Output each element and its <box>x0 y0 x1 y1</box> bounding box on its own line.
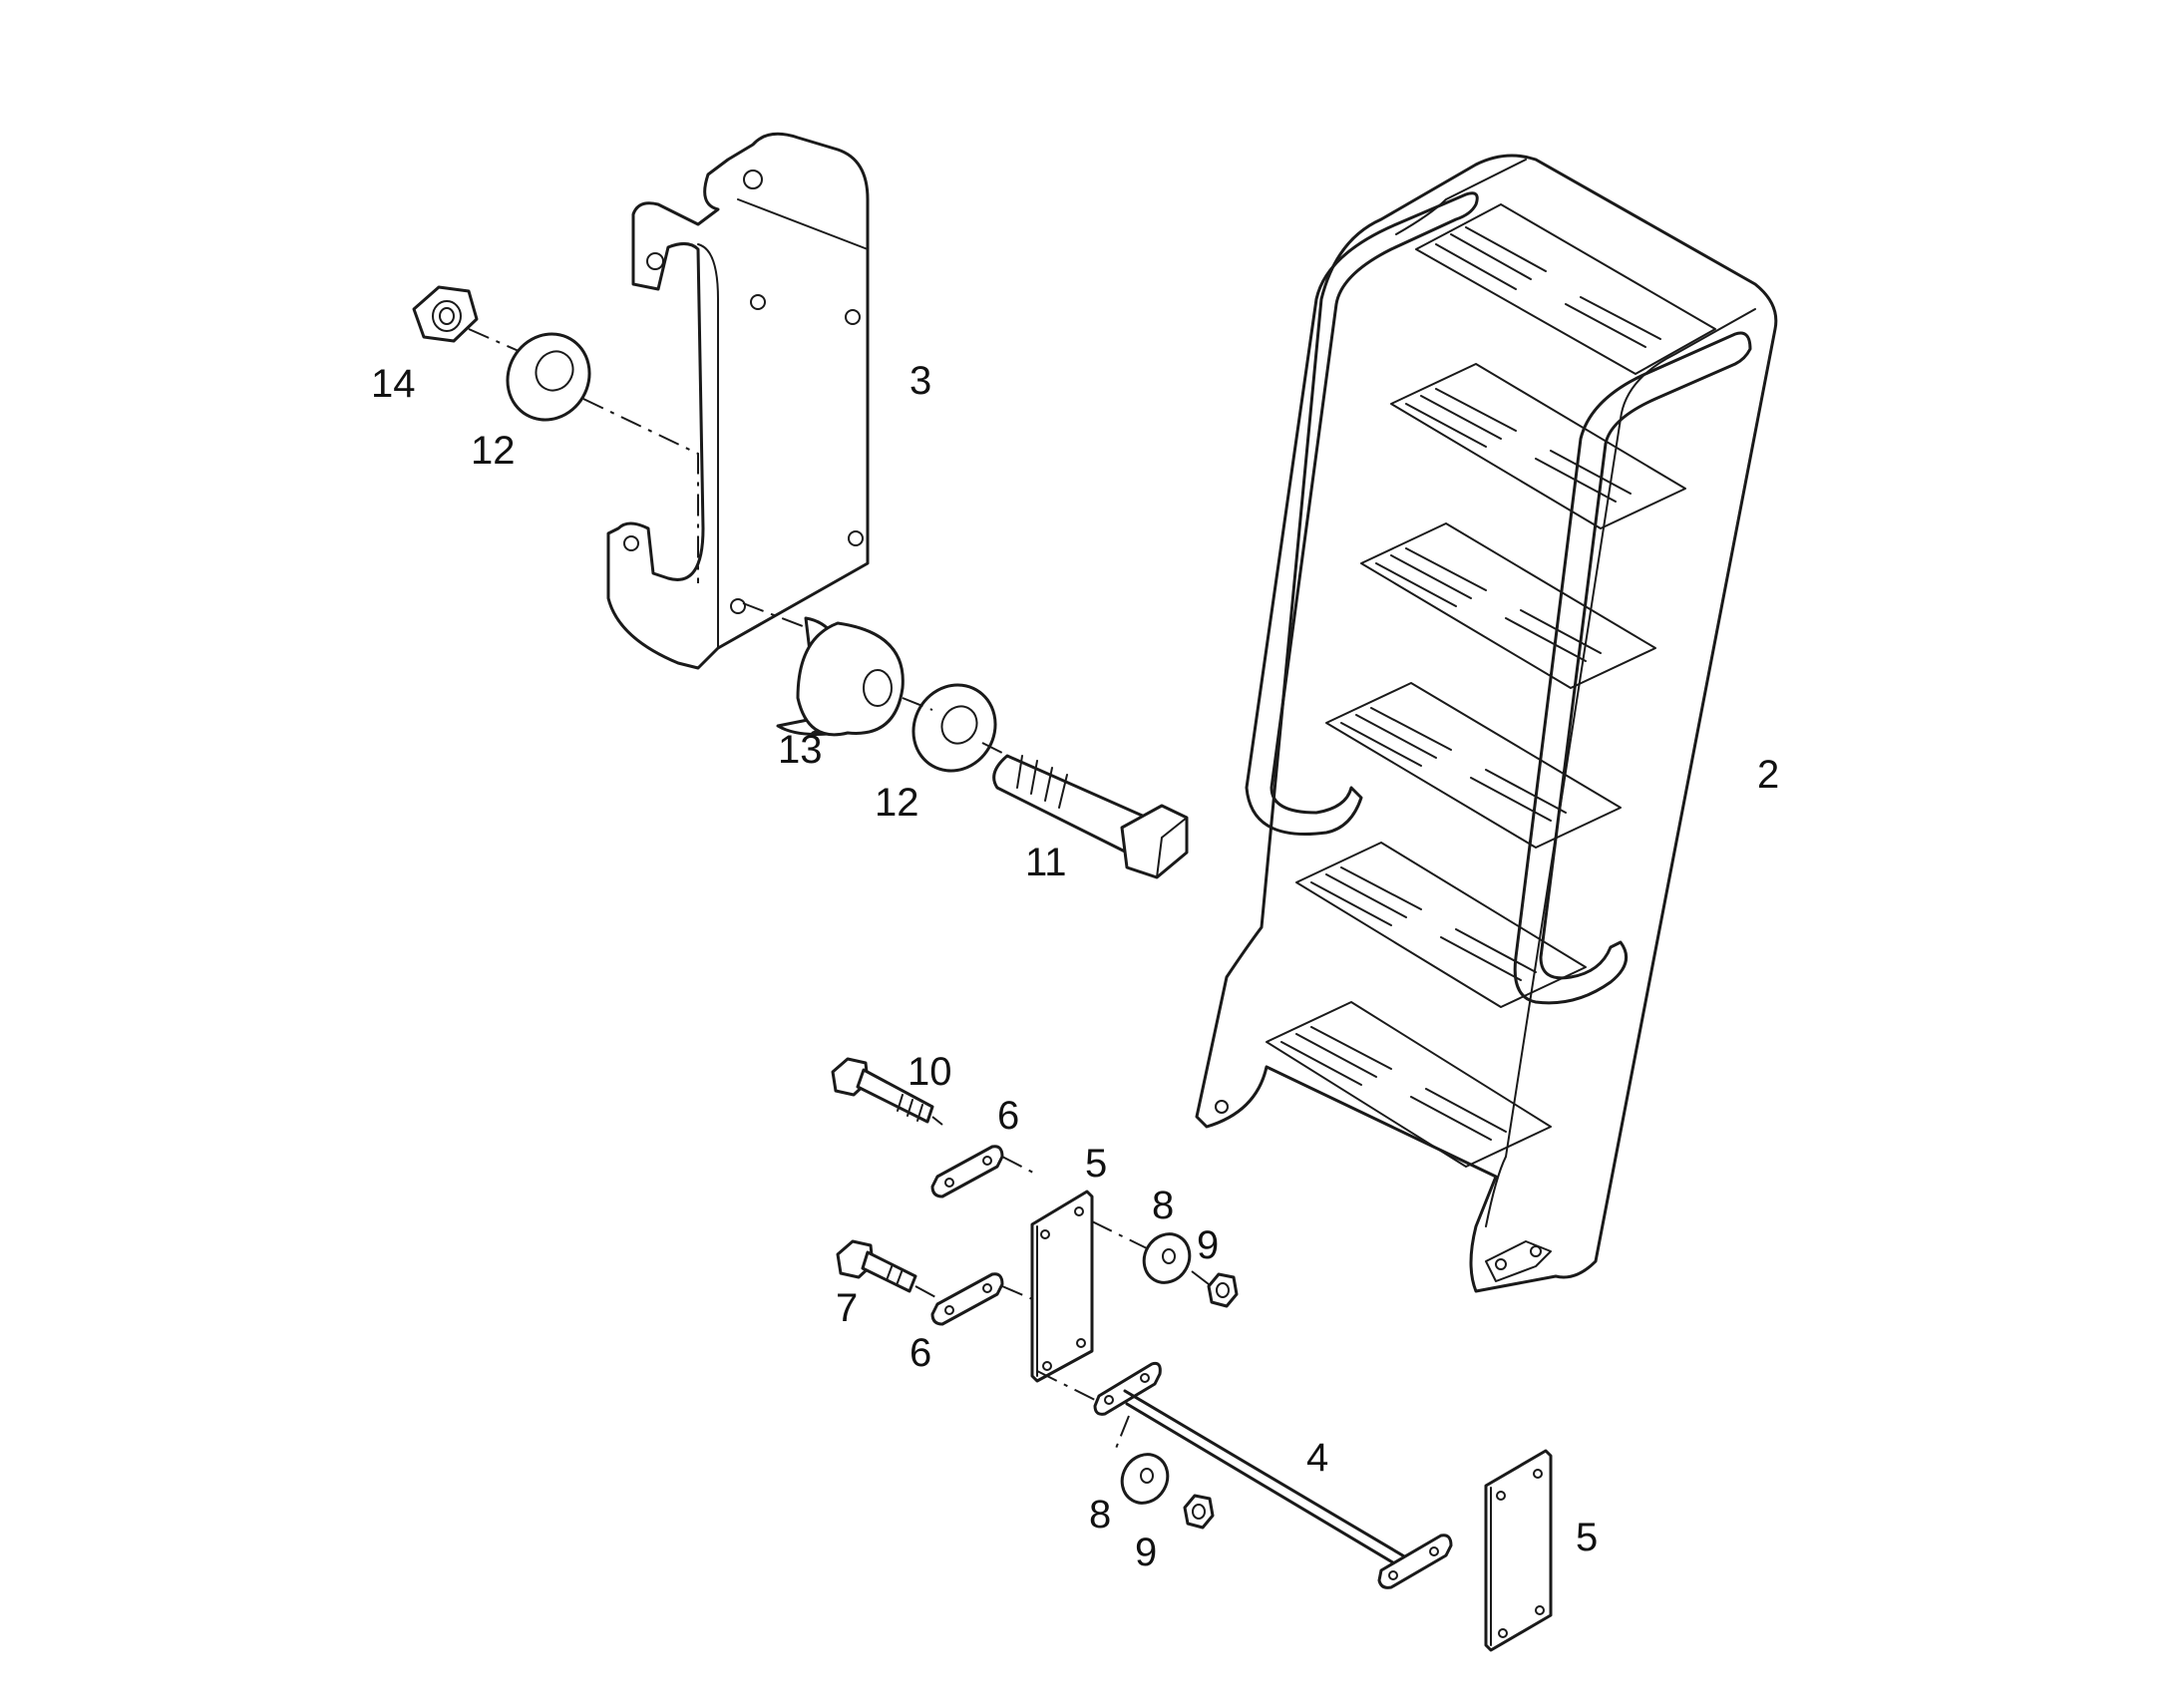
spacer-part-13 <box>776 616 905 737</box>
callout-12-upper: 12 <box>471 429 516 473</box>
tie-rod-part-4 <box>1093 1362 1453 1589</box>
callout-8-lower: 8 <box>1089 1493 1111 1537</box>
plate-part-6-upper <box>930 1145 1004 1198</box>
bolt-part-11 <box>992 754 1189 879</box>
bracket-part-3 <box>606 132 870 670</box>
callout-9-lower: 9 <box>1135 1531 1157 1574</box>
callout-5-upper: 5 <box>1085 1142 1107 1186</box>
callout-7: 7 <box>836 1286 858 1330</box>
callout-14: 14 <box>371 362 416 406</box>
bolt-part-7 <box>836 1239 917 1293</box>
callout-3: 3 <box>909 359 931 403</box>
callout-8-upper: 8 <box>1152 1184 1174 1227</box>
nut-part-9-lower <box>1183 1494 1215 1530</box>
washer-part-12-lower <box>911 683 997 773</box>
callout-6-lower: 6 <box>909 1331 931 1375</box>
callout-4: 4 <box>1306 1436 1328 1480</box>
washer-part-8-lower <box>1120 1453 1170 1505</box>
callout-10: 10 <box>908 1050 952 1094</box>
callout-13: 13 <box>778 728 823 772</box>
nut-part-14 <box>412 285 479 343</box>
callout-2: 2 <box>1757 753 1779 797</box>
washer-part-8-upper <box>1142 1232 1192 1284</box>
axis-line-upper <box>468 328 1003 754</box>
callout-labels: 14 12 3 13 12 11 2 10 6 5 8 9 7 6 4 8 9 … <box>371 359 1779 1574</box>
plate-part-5-upper <box>1030 1190 1094 1383</box>
callout-12-lower: 12 <box>875 781 919 825</box>
ladder-part-2 <box>1195 154 1778 1293</box>
plate-part-5-lower <box>1484 1449 1553 1652</box>
axis-line-lower <box>914 1116 1210 1452</box>
bolt-part-10 <box>831 1057 934 1124</box>
callout-11: 11 <box>1025 841 1067 884</box>
washer-part-12-upper <box>506 332 591 422</box>
nut-part-9-upper <box>1207 1272 1239 1308</box>
plate-part-6-lower <box>930 1272 1004 1326</box>
ladder-steps <box>1266 203 1716 1168</box>
callout-6-upper: 6 <box>997 1094 1019 1138</box>
callout-5-lower: 5 <box>1576 1516 1598 1559</box>
ladder-handrail-right <box>1513 331 1752 1005</box>
callout-9-upper: 9 <box>1197 1223 1219 1267</box>
ladder-handrail-left <box>1245 191 1479 836</box>
